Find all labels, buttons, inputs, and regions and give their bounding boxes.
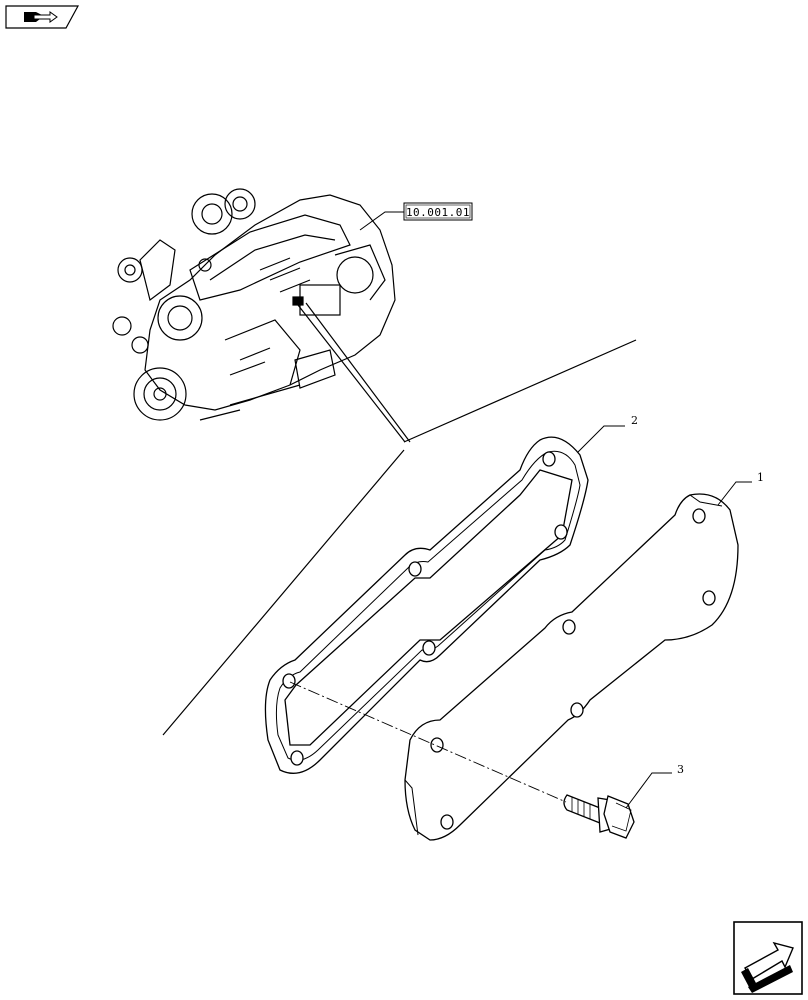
callout-2-number: 2 (631, 414, 638, 427)
plate-part-1 (404, 493, 739, 841)
next-page-button[interactable] (733, 921, 803, 995)
reference-code: 10.001.01 (406, 206, 470, 219)
reference-link[interactable]: 10.001.01 (403, 202, 473, 221)
bolt-part-3 (563, 794, 635, 839)
callout-3: 3 (625, 763, 684, 809)
callout-1-number: 1 (757, 471, 764, 484)
callout-3-number: 3 (677, 763, 684, 776)
prev-section-button[interactable] (5, 5, 80, 29)
callout-1: 1 (717, 471, 764, 506)
callout-2: 2 (577, 414, 638, 453)
book-arrow-icon (24, 11, 58, 23)
reference-leader-line (359, 211, 404, 231)
next-page-arrow-icon (741, 941, 794, 993)
engine-illustration (112, 188, 396, 421)
zoom-pointer-lines (162, 302, 637, 736)
gasket-part-2 (264, 436, 589, 774)
assembly-axis-line (289, 681, 567, 803)
